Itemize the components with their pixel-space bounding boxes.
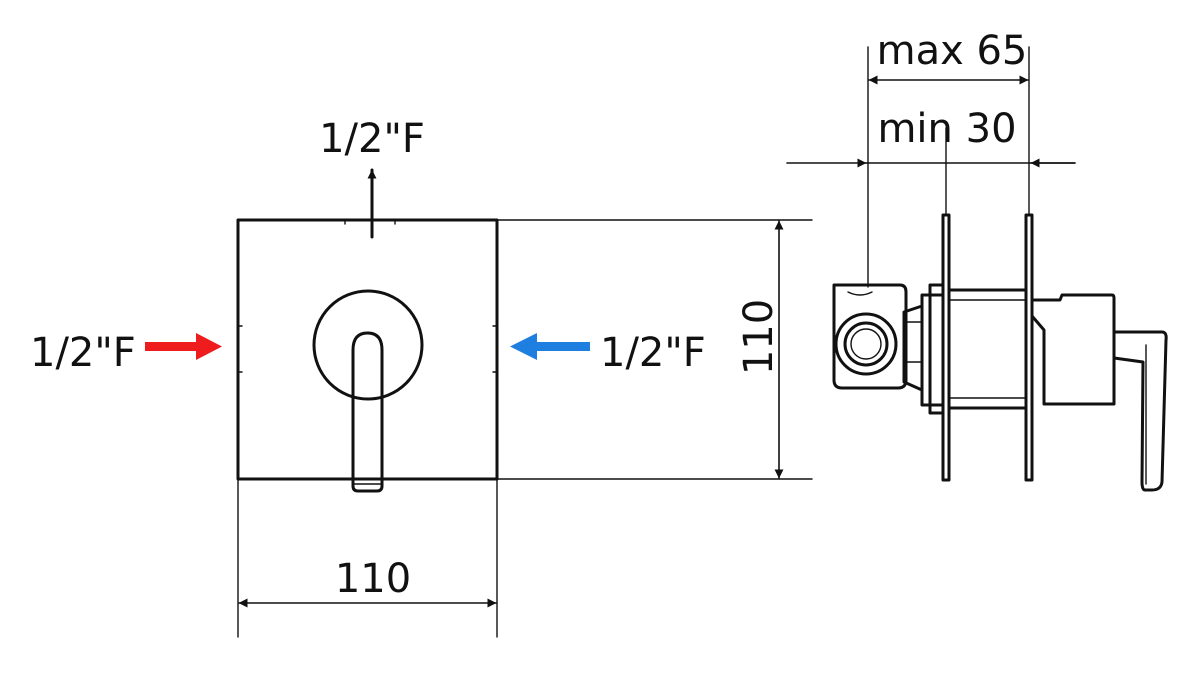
lever-handle <box>351 331 384 493</box>
cover-plate <box>236 218 499 481</box>
inlet-port-outer <box>834 312 898 376</box>
lever-tip <box>1112 330 1168 492</box>
lever-side <box>1030 293 1116 406</box>
plate-ticks <box>237 219 498 373</box>
max-depth-dimension: max 65 <box>867 28 1030 288</box>
front-view: 1/2"F 1/2"F 1/2"F 110 110 <box>30 116 813 638</box>
left-connection-label: 1/2"F <box>30 330 136 376</box>
top-connection-label: 1/2"F <box>319 116 425 162</box>
svg-text:max 65: max 65 <box>877 28 1028 74</box>
cartridge-collar <box>920 293 945 407</box>
min-depth-dimension: min 30 <box>786 106 1076 216</box>
height-dimension: 110 <box>496 219 813 480</box>
width-dimension: 110 <box>237 478 498 638</box>
hot-inlet-arrow-icon <box>145 333 222 360</box>
svg-text:110: 110 <box>736 299 782 375</box>
valve-body <box>832 283 908 390</box>
svg-text:110: 110 <box>335 556 411 602</box>
handle-rosette <box>312 289 424 401</box>
svg-text:min 30: min 30 <box>877 106 1016 152</box>
cartridge-body <box>947 288 1028 410</box>
side-view: max 65 min 30 <box>786 28 1168 492</box>
right-connection-label: 1/2"F <box>600 330 706 376</box>
cold-inlet-arrow-icon <box>510 333 590 360</box>
inlet-port-inner <box>843 321 889 367</box>
